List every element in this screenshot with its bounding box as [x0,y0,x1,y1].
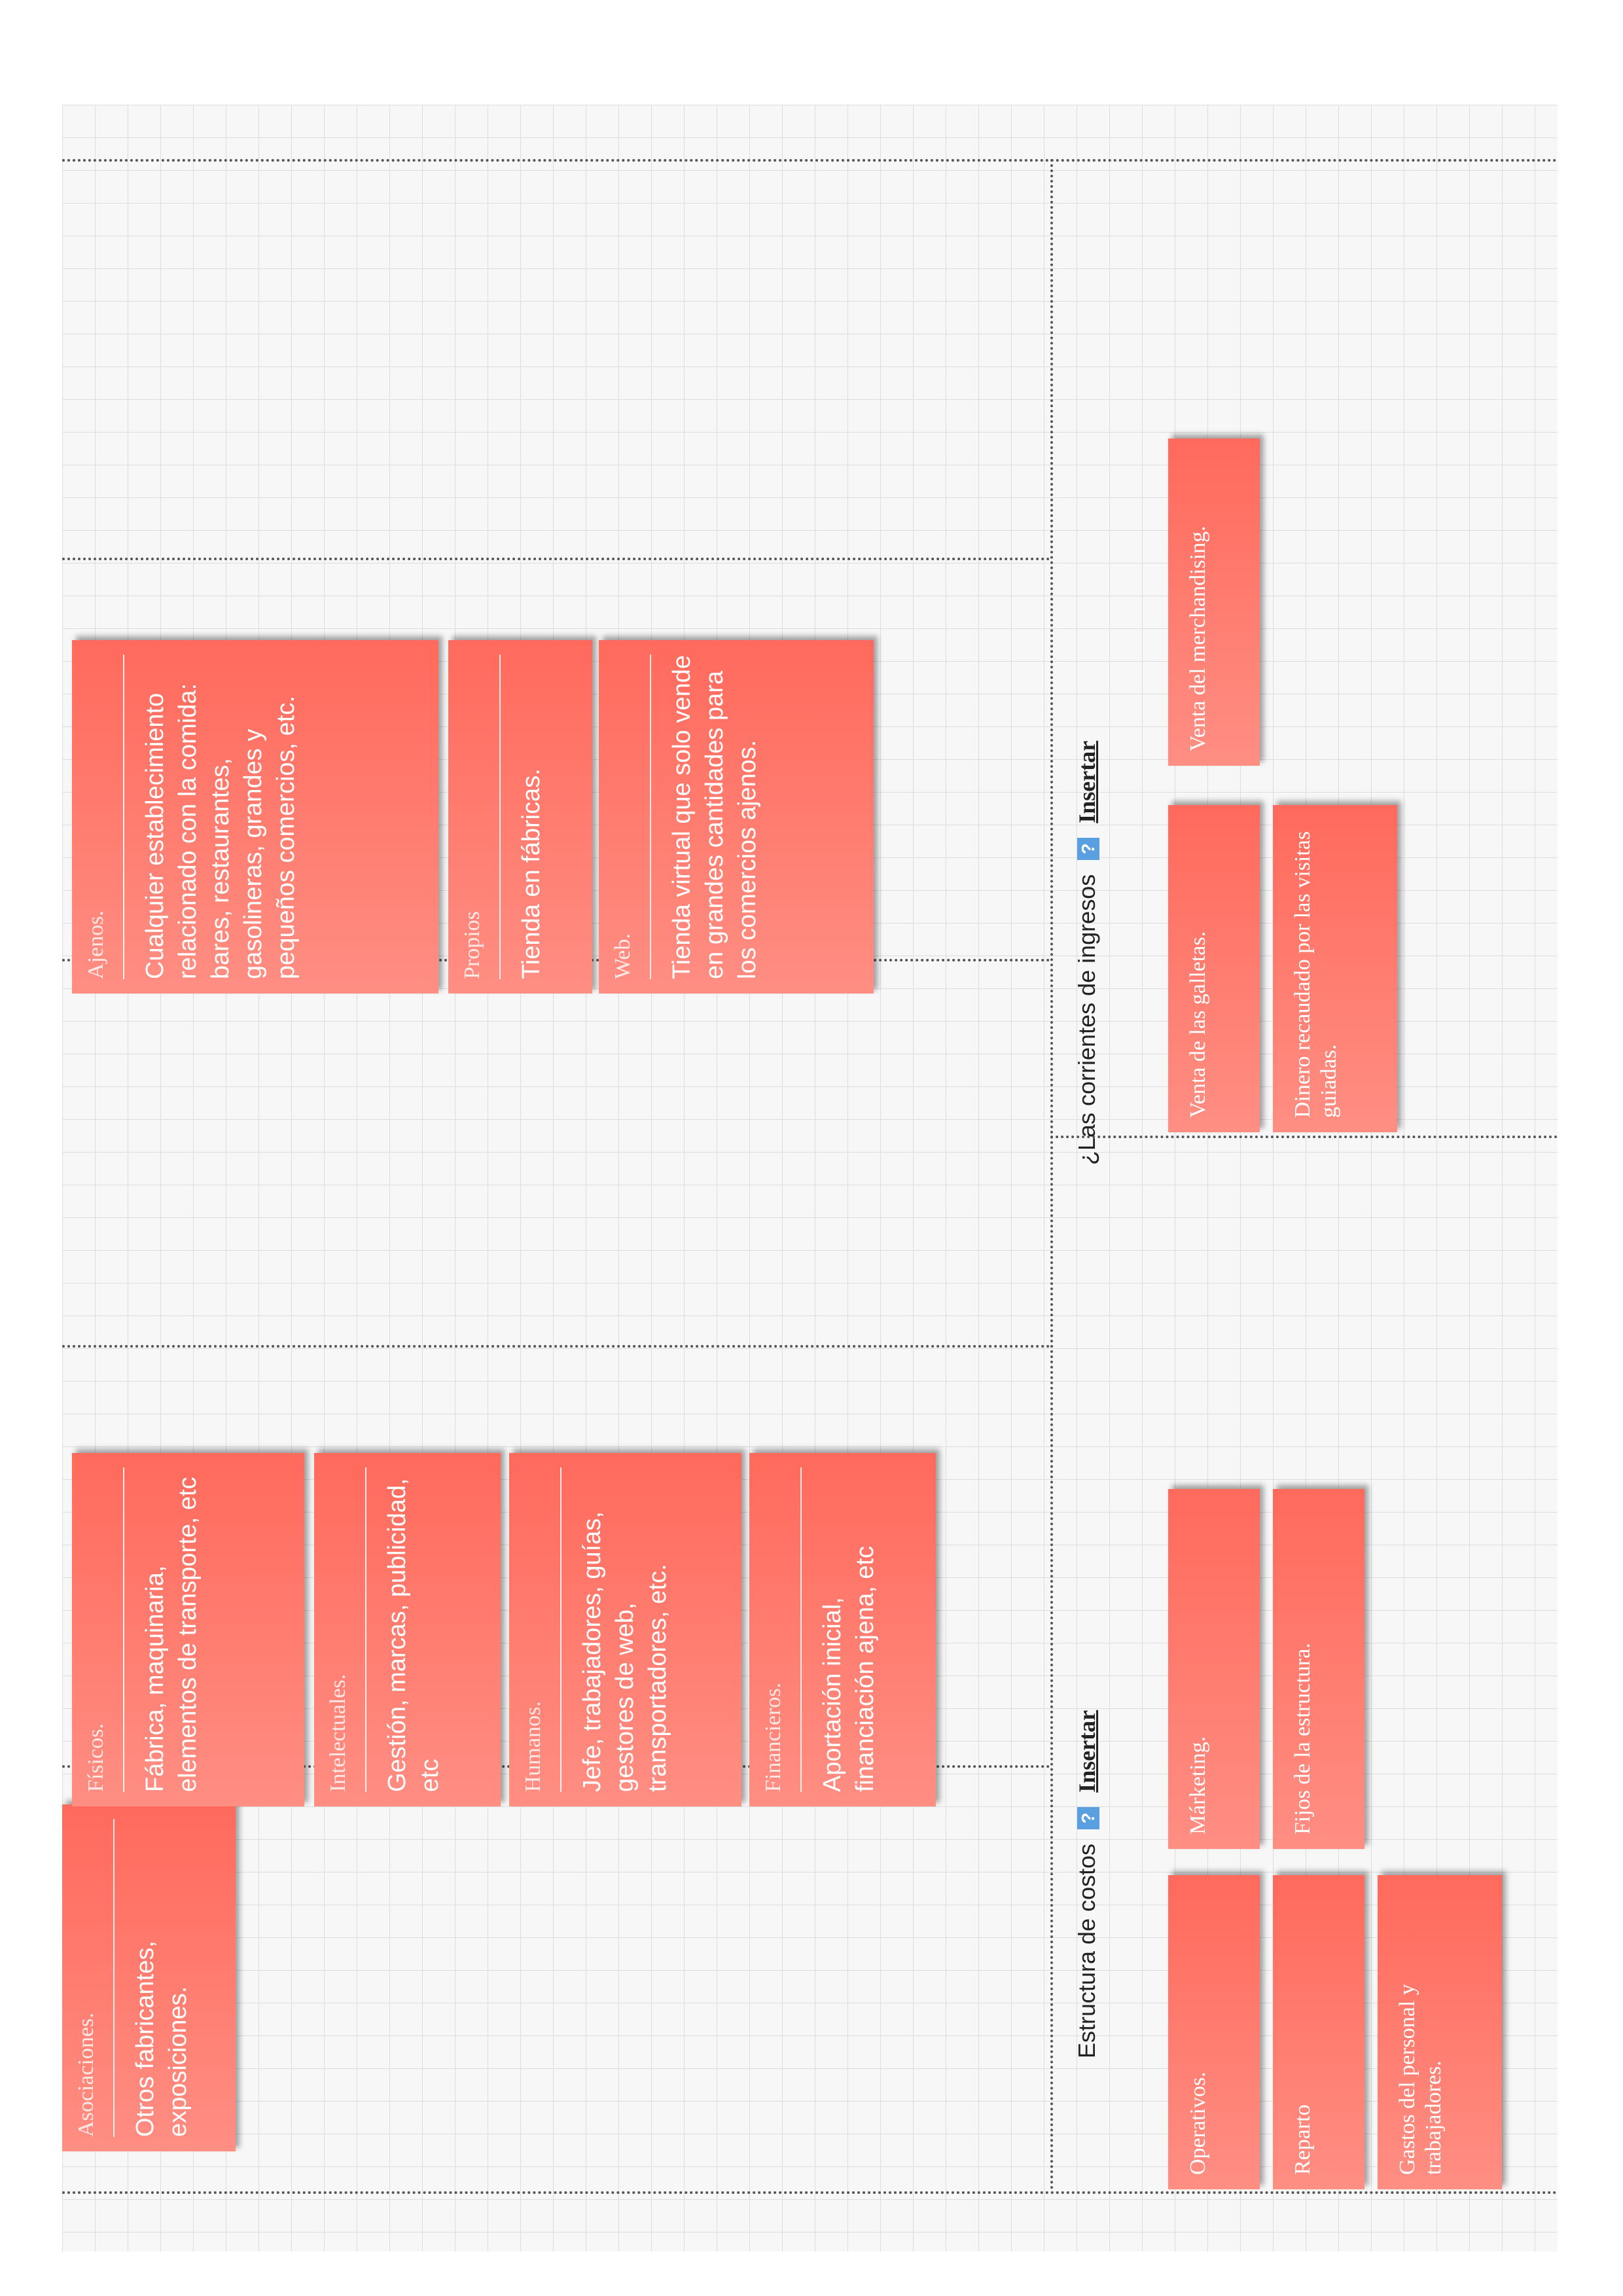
note-title: Ajenos. [84,655,124,979]
sticky-note[interactable]: Dinero recaudado por las visitas guiadas… [1273,805,1397,1132]
note-body: Operativos. [1186,2072,1210,2175]
sticky-note[interactable]: Intelectuales. Gestión, marcas, publicid… [314,1453,501,1806]
sticky-note[interactable]: Gastos del personal y trabajadores. [1378,1875,1502,2189]
revenue-streams-label: ¿Las corrientes de ingresos ? Insertar [1073,741,1101,1165]
note-body: Márketing. [1186,1736,1210,1835]
note-body: Cualquier establecimiento relacionado co… [141,683,300,979]
note-body: Dinero recaudado por las visitas guiadas… [1291,831,1341,1118]
sticky-note[interactable]: Propios Tienda en fábricas. [448,640,592,994]
note-title: Humanos. [521,1467,562,1792]
insert-link[interactable]: Insertar [1074,740,1100,823]
business-model-canvas: Asociaciones. Otros fabricantes, exposic… [62,105,1558,2251]
note-title: Asociaciones. [74,1819,115,2137]
note-body: Gestión, marcas, publicidad, etc [383,1478,444,1792]
note-title: Financieros. [761,1467,802,1792]
divider-line [1050,159,1053,2191]
note-body: Tienda en fábricas. [518,768,545,979]
note-body: Aportación inicial, financiación ajena, … [819,1545,879,1792]
note-body: Gastos del personal y trabajadores. [1395,1984,1446,2175]
note-body: Fábrica, maquinaria, elementos de transp… [141,1477,202,1792]
divider-line [1050,1136,1558,1138]
sticky-note[interactable]: Venta de las galletas. [1168,805,1260,1132]
cost-structure-label: Estructura de costos ? Insertar [1073,1710,1101,2058]
sticky-note[interactable]: Operativos. [1168,1875,1260,2189]
divider-line [62,558,1050,560]
note-body: Fijos de la estructura. [1291,1643,1315,1835]
sticky-note[interactable]: Humanos. Jefe, trabajadores, guías, gest… [509,1453,741,1806]
sticky-note[interactable]: Financieros. Aportación inicial, financi… [749,1453,936,1806]
revenue-streams-title: ¿Las corrientes de ingresos [1073,874,1100,1165]
sticky-note[interactable]: Web. Tienda virtual que solo vende en gr… [599,640,874,994]
sticky-note[interactable]: Fijos de la estructura. [1273,1489,1364,1849]
help-icon[interactable]: ? [1077,837,1100,860]
sticky-note[interactable]: Ajenos. Cualquier establecimiento relaci… [72,640,438,994]
sticky-note[interactable]: Venta del merchandising. [1168,439,1260,766]
note-title: Propios [460,655,501,979]
help-icon[interactable]: ? [1077,1806,1100,1829]
divider-line [62,1345,1050,1348]
note-body: Otros fabricantes, exposiciones. [132,1941,192,2137]
note-body: Reparto [1291,2104,1315,2175]
note-body: Jefe, trabajadores, guías, gestores de w… [579,1511,671,1792]
sticky-note[interactable]: Físicos. Fábrica, maquinaria, elementos … [72,1453,304,1806]
sticky-note[interactable]: Márketing. [1168,1489,1260,1849]
note-body: Tienda virtual que solo vende en grandes… [668,655,761,979]
sticky-note[interactable]: Reparto [1273,1875,1364,2189]
note-body: Venta del merchandising. [1186,526,1210,751]
note-title: Físicos. [84,1467,124,1792]
cost-structure-title: Estructura de costos [1073,1843,1100,2058]
sticky-note[interactable]: Asociaciones. Otros fabricantes, exposic… [62,1804,236,2151]
note-title: Web. [611,655,651,979]
divider-line [62,159,1558,162]
divider-line [62,2191,1558,2194]
note-title: Intelectuales. [326,1467,366,1792]
note-body: Venta de las galletas. [1186,931,1210,1118]
insert-link[interactable]: Insertar [1074,1710,1100,1793]
